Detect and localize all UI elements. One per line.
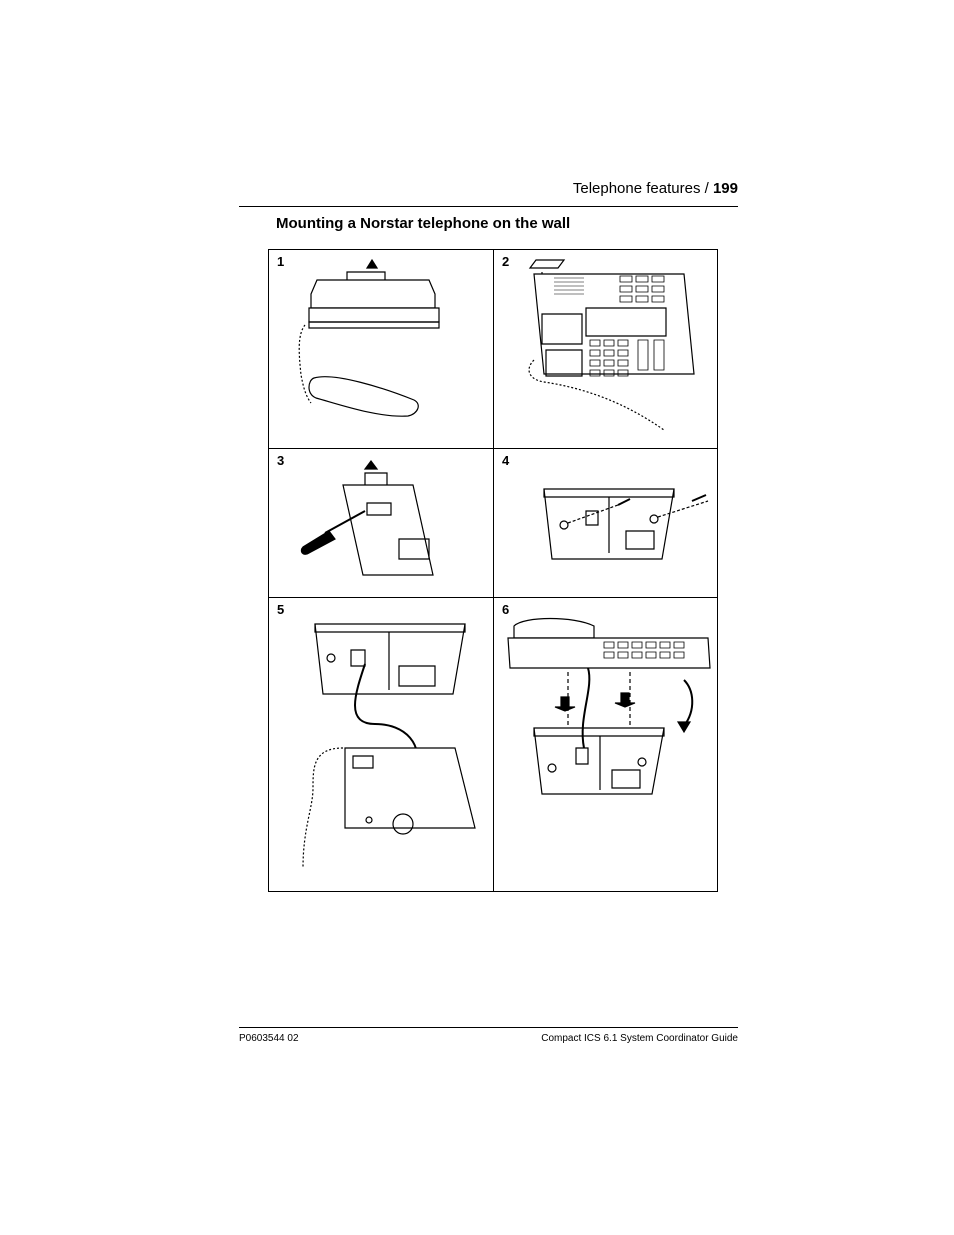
step-2-panel: 2: [494, 250, 718, 449]
step-number: 5: [277, 602, 285, 617]
step-3-panel: 3: [269, 449, 494, 598]
illustration-grid: 1 2: [268, 249, 718, 892]
step-4-panel: 4: [494, 449, 718, 598]
phone-attach-wall-icon: [494, 598, 718, 892]
phone-front-view-icon: [494, 250, 718, 449]
step-number: 6: [502, 602, 510, 617]
step-number: 2: [502, 254, 510, 269]
document-code: P0603544 02: [239, 1033, 299, 1044]
step-6-panel: 6: [494, 598, 718, 892]
step-number: 4: [502, 453, 510, 468]
document-title: Compact ICS 6.1 System Coordinator Guide: [541, 1033, 738, 1044]
page-header: Telephone features / 199: [239, 178, 738, 207]
section-title: Telephone features /: [572, 180, 709, 197]
phone-handset-removed-icon: [269, 250, 494, 449]
step-number: 3: [277, 453, 285, 468]
step-5-panel: 5: [269, 598, 494, 892]
step-number: 1: [277, 254, 285, 269]
page-title: Mounting a Norstar telephone on the wall: [276, 215, 571, 232]
step-1-panel: 1: [269, 250, 494, 449]
screwdriver-base-icon: [269, 449, 494, 598]
page-number: 199: [712, 180, 738, 197]
page-footer: P0603544 02 Compact ICS 6.1 System Coord…: [239, 1027, 738, 1044]
wall-mount-screws-icon: [494, 449, 718, 598]
cord-routing-icon: [269, 598, 494, 892]
